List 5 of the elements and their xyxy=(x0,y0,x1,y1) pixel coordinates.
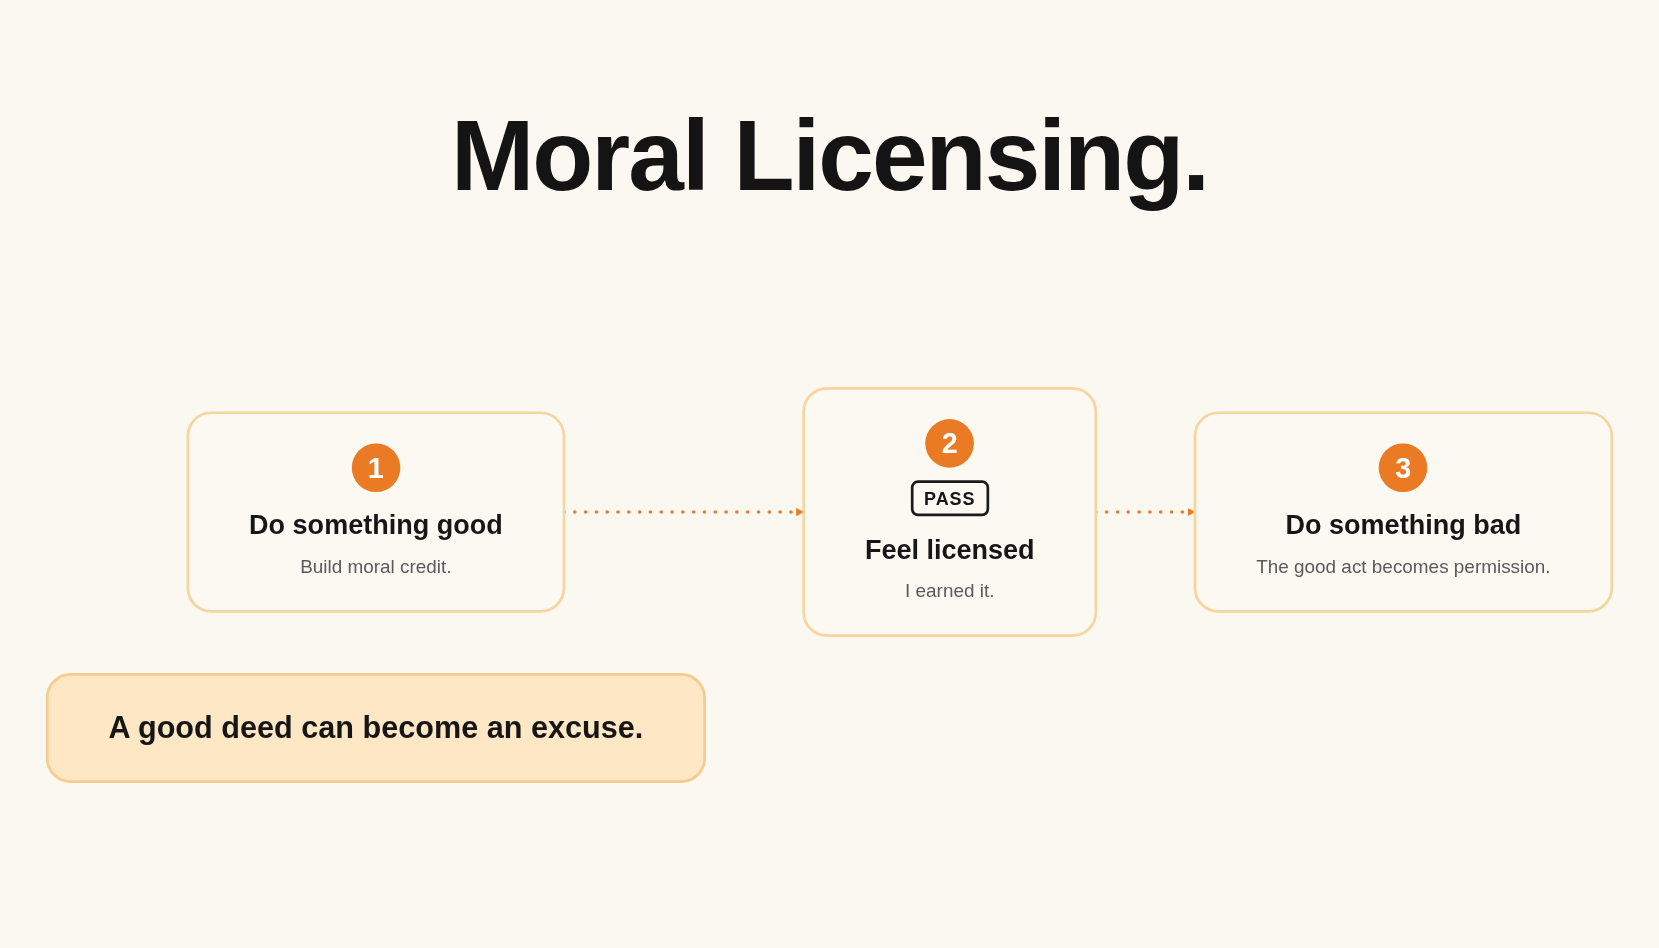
title: Moral Licensing. xyxy=(451,98,1208,213)
node-box: 1 Do something good Build moral credit. xyxy=(186,411,566,613)
node-box: 3 Do something bad The good act becomes permission. xyxy=(1193,411,1614,613)
node-box: A good deed can become an excuse. xyxy=(45,673,706,783)
node-box: 2 PASS Feel licensed I earned it. xyxy=(802,387,1098,637)
